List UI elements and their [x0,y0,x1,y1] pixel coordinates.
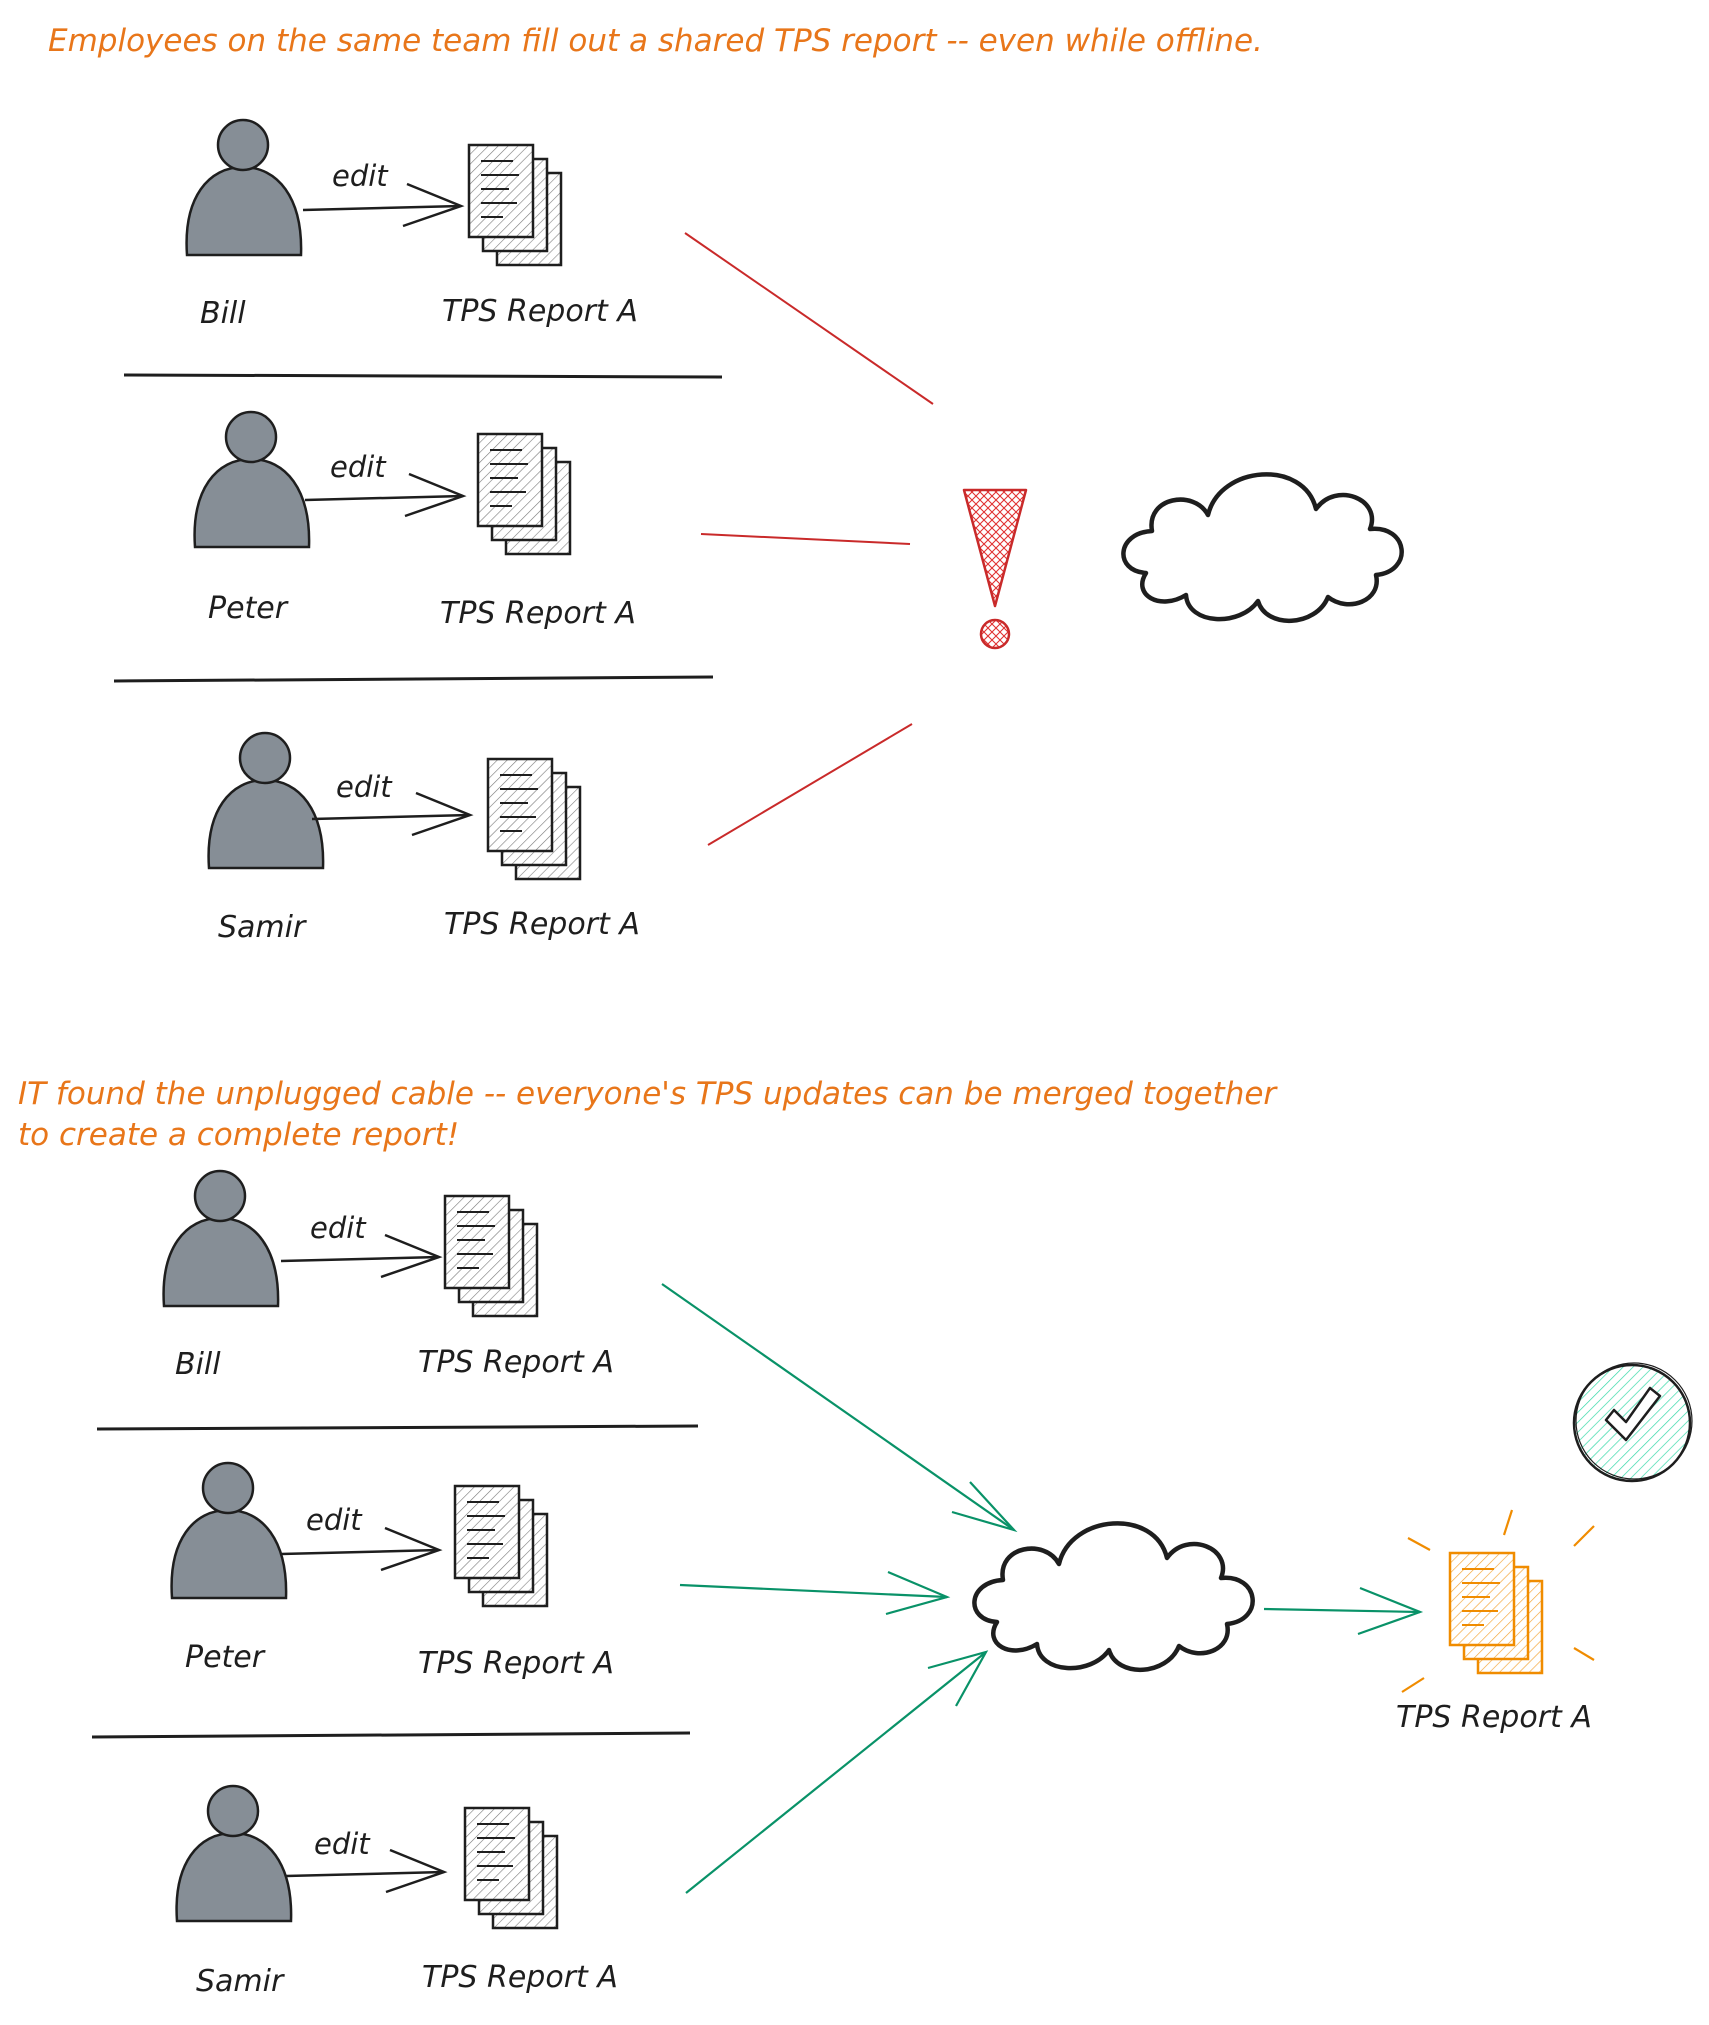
document-label: TPS Report A [440,596,636,631]
document-icon [463,1806,559,1930]
document-icon [476,432,572,556]
failed-sync-line [707,723,913,846]
edit-label: edit [330,450,387,484]
person-name: Bill [175,1347,221,1382]
failed-sync-line [684,232,934,405]
person-icon [162,1169,280,1308]
row-divider [91,1731,691,1739]
section2-row-samir: edit Samir TPS Report A [175,1784,618,1999]
document-label: TPS Report A [422,1960,618,1995]
document-label: TPS Report A [418,1345,614,1380]
document-icon [486,757,582,881]
person-name: Peter [185,1640,266,1675]
person-name: Bill [200,296,246,331]
person-icon [185,118,303,257]
edit-label: edit [314,1827,371,1861]
person-icon [193,410,311,549]
error-exclamation-icon [962,488,1028,650]
edit-label: edit [336,770,393,804]
failed-sync-lines [684,232,934,846]
document-label: TPS Report A [442,294,638,329]
section2-caption-line1: IT found the unplugged cable -- everyone… [18,1076,1278,1112]
edit-label: edit [306,1503,363,1537]
section2-caption-line2: to create a complete report! [18,1117,459,1153]
merge-arrow [661,1283,1018,1533]
person-name: Samir [196,1964,285,1999]
row-divider [113,675,714,683]
document-label: TPS Report A [418,1646,614,1681]
edit-label: edit [332,159,389,193]
document-icon [443,1194,539,1318]
failed-sync-line [700,533,911,545]
section1-row-samir: edit Samir TPS Report A [207,731,640,945]
document-icon [453,1484,549,1608]
row-divider [123,373,723,379]
edit-label: edit [310,1211,367,1245]
cloud-icon [1123,474,1401,620]
section1-caption: Employees on the same team fill out a sh… [48,23,1263,59]
section2-row-bill: edit Bill TPS Report A [162,1169,614,1382]
section2-row-peter: edit Peter TPS Report A [170,1461,614,1681]
sparkle-icon [1401,1509,1595,1693]
merge-arrow [685,1650,989,1894]
document-icon [467,143,563,267]
person-icon [207,731,325,870]
person-name: Samir [218,910,307,945]
merged-document-label: TPS Report A [1396,1700,1592,1735]
merge-arrows [661,1283,1424,1894]
merge-arrow [1263,1586,1424,1636]
merged-document-icon [1401,1509,1595,1693]
person-icon [170,1461,288,1600]
section1-row-bill: edit Bill TPS Report A [185,118,638,331]
section1-row-peter: edit Peter TPS Report A [193,410,636,631]
success-check-icon [1572,1362,1693,1483]
cloud-icon [974,1523,1252,1669]
person-icon [175,1784,293,1923]
document-label: TPS Report A [444,907,640,942]
row-divider [96,1424,699,1431]
merge-arrow [679,1570,951,1616]
person-name: Peter [208,591,289,626]
